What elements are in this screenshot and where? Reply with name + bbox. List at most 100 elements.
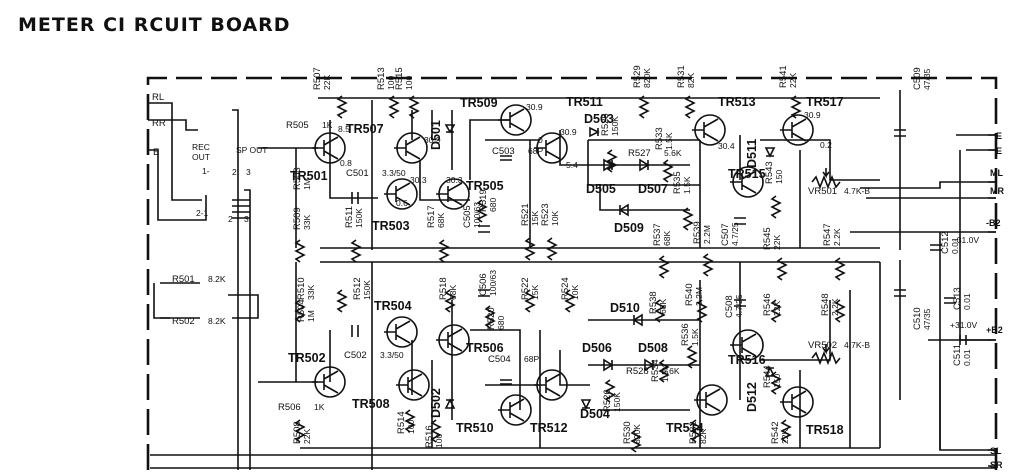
d502-label: D502 xyxy=(429,388,443,418)
component-value-label: 68P xyxy=(528,146,543,156)
tr504-label: TR504 xyxy=(374,299,412,313)
component-ref-label: R517 xyxy=(426,205,437,228)
resistor-symbol xyxy=(438,239,450,263)
component-value-label: 2.2M xyxy=(694,287,704,306)
resistor-symbol xyxy=(476,199,488,223)
terminal-neg-b2-label: -B2 xyxy=(986,218,1001,228)
component-value-label: 100/63 xyxy=(472,202,482,228)
component-value-label: 150 xyxy=(772,374,782,388)
component-ref-label: R509 xyxy=(292,207,303,230)
transistor-leads xyxy=(396,373,423,397)
component-ref-label: VR502 xyxy=(808,340,837,351)
supply-pos-label: +31.0V xyxy=(950,320,978,330)
component-ref-label: R529 xyxy=(632,65,643,88)
component-value-label: 22K xyxy=(780,429,790,444)
transistor-leads xyxy=(312,136,339,160)
component-ref-label: R530 xyxy=(622,421,633,444)
component-value-label: 10K xyxy=(570,285,580,300)
component-value-label: 4.7/25 xyxy=(734,294,744,318)
transistor-leads xyxy=(730,333,757,357)
component-ref-label: R514 xyxy=(396,411,407,434)
component-ref-label: R546 xyxy=(762,293,773,316)
component-value-label: 5.6K xyxy=(662,366,680,376)
transistor-leads xyxy=(394,136,421,160)
resistor-symbol xyxy=(776,257,788,281)
resistor-symbol xyxy=(702,253,714,277)
component-value-label: 0.01 xyxy=(962,293,972,310)
voltage-label: 30.9 xyxy=(526,102,543,112)
voltage-label: 0.8 xyxy=(340,158,352,168)
component-value-label: 4.7K-B xyxy=(844,340,870,350)
tr506-label: TR506 xyxy=(466,341,504,355)
component-ref-label: R521 xyxy=(520,203,531,226)
component-value-label: 2.2K xyxy=(832,228,842,246)
resistor-symbol xyxy=(546,237,558,261)
resistor-symbol xyxy=(654,299,666,323)
resistor-symbol xyxy=(444,289,456,313)
voltage-label: 30.3 xyxy=(446,175,463,185)
tr501-label: TR501 xyxy=(290,169,328,183)
tr508-label: TR508 xyxy=(352,397,390,411)
component-ref-label: R525 xyxy=(600,113,611,136)
component-value-label: 82K xyxy=(698,429,708,444)
component-ref-label: R543 xyxy=(764,161,775,184)
resistor-symbol xyxy=(564,289,576,313)
component-ref-label: C506 xyxy=(478,273,489,296)
component-ref-label: R515 xyxy=(394,67,405,90)
component-value-label: 0.01 xyxy=(950,237,960,254)
rec-out-label: REC xyxy=(192,142,210,152)
component-value-label: 22K xyxy=(788,73,798,88)
tr507-label: TR507 xyxy=(346,122,384,136)
component-ref-label: R545 xyxy=(762,227,773,250)
component-value-label: 100 xyxy=(434,434,444,448)
capacitor-symbols xyxy=(232,129,967,385)
resistor-symbol xyxy=(690,419,702,443)
component-value-label: 1.5K xyxy=(690,328,700,346)
sp-pin-2b-label: 2 xyxy=(228,214,233,224)
tr517-label: TR517 xyxy=(806,95,844,109)
resistor-symbol xyxy=(630,429,642,453)
component-ref-label: R512 xyxy=(352,277,363,300)
component-value-label: 100 xyxy=(404,76,414,90)
component-ref-label: R519 xyxy=(478,189,489,212)
transistor-leads xyxy=(694,388,721,412)
tr510-label: TR510 xyxy=(456,421,494,435)
resistor-symbol xyxy=(294,239,306,263)
resistor-symbol xyxy=(604,379,616,403)
component-ref-label: R539 xyxy=(692,221,703,244)
component-ref-label: R503 xyxy=(292,167,303,190)
resistor-symbol xyxy=(350,239,362,263)
component-ref-label: R533 xyxy=(654,127,665,150)
tr514-label: TR514 xyxy=(666,421,704,435)
component-ref-label: R507 xyxy=(312,67,323,90)
component-value-label: 100 xyxy=(386,76,396,90)
resistor-symbol xyxy=(430,419,442,443)
bottom-component-vr502: VR502 4.7K-B xyxy=(808,340,870,351)
component-ref-label: R547 xyxy=(822,223,833,246)
terminal-mr-label: MR xyxy=(990,186,1004,196)
voltage-label: 0.2 xyxy=(820,140,832,150)
component-ref-label: R542 xyxy=(770,421,781,444)
component-value-label: 22K xyxy=(772,301,782,316)
d506-label: D506 xyxy=(582,341,612,355)
component-ref-label: R506 xyxy=(278,402,301,413)
terminal-sl-label: SL xyxy=(990,446,1002,456)
component-ref-label: C508 xyxy=(724,295,735,318)
component-value-label: 150K xyxy=(612,392,622,412)
